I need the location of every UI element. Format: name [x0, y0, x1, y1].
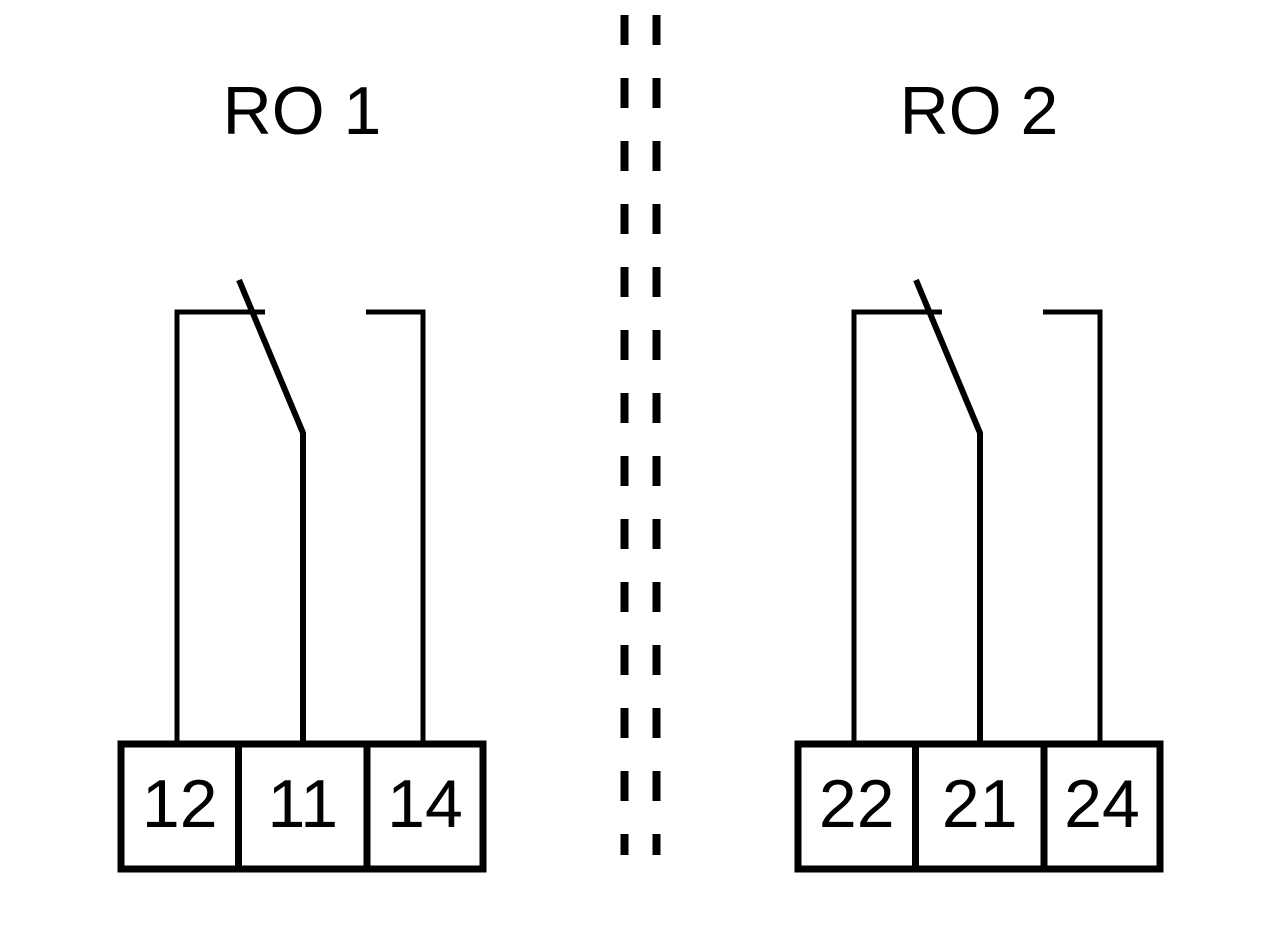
relay-group-ro2: RO 2 22 21 24 [794, 73, 1164, 873]
no-terminal-wire [366, 309, 426, 744]
nc-terminal-wire [174, 309, 265, 744]
terminal-label: 12 [142, 766, 218, 842]
relay-title: RO 1 [223, 73, 382, 149]
no-terminal-wire [1043, 309, 1103, 744]
terminal-block [794, 740, 1164, 873]
terminal-label: 21 [942, 766, 1018, 842]
relay-title: RO 2 [900, 73, 1059, 149]
section-divider [620, 15, 661, 855]
terminal-label: 14 [387, 766, 463, 842]
switch-blade-icon [236, 278, 306, 744]
terminal-label: 22 [819, 766, 895, 842]
switch-blade-icon [913, 278, 983, 744]
nc-terminal-wire [851, 309, 942, 744]
terminal-block [117, 740, 487, 873]
terminal-label: 24 [1064, 766, 1140, 842]
terminal-label: 11 [267, 766, 338, 842]
relay-group-ro1: RO 1 12 11 14 [117, 73, 487, 873]
